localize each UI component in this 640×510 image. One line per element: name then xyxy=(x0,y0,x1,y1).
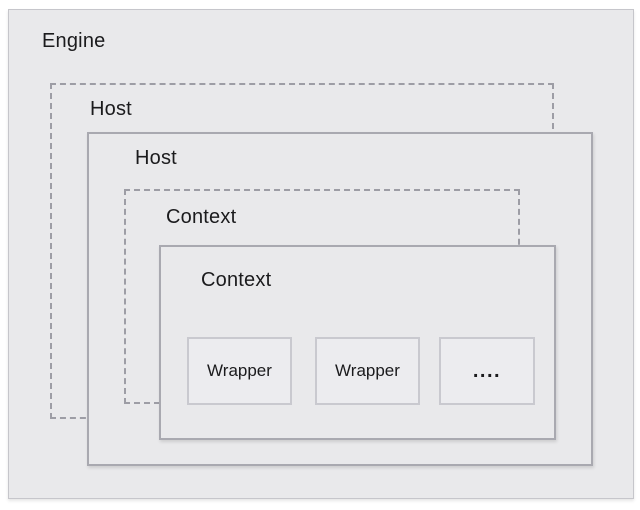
ellipsis-box: .... xyxy=(439,337,535,405)
context-inner-box: Context Wrapper Wrapper .... xyxy=(159,245,556,440)
context-inner-label: Context xyxy=(201,269,272,291)
host-inner-label: Host xyxy=(135,147,177,169)
wrapper-box-2: Wrapper xyxy=(315,337,420,405)
engine-label: Engine xyxy=(42,30,106,52)
wrapper-1-label: Wrapper xyxy=(207,361,272,380)
wrapper-box-1: Wrapper xyxy=(187,337,292,405)
host-inner-box: Host Context Context Wrapper Wrapper ...… xyxy=(87,132,593,466)
host-outer-label: Host xyxy=(90,98,132,120)
ellipsis-label: .... xyxy=(472,359,502,382)
context-outer-label: Context xyxy=(166,206,237,228)
engine-box: Engine Host Host Context Context Wrapper… xyxy=(8,9,634,499)
wrapper-2-label: Wrapper xyxy=(335,361,400,380)
